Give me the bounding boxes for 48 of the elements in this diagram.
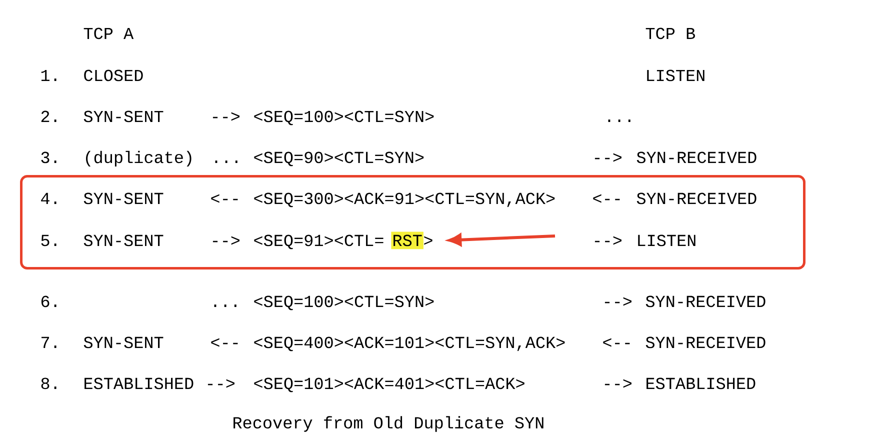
segment-text: <SEQ=300><ACK=91><CTL=SYN,ACK> xyxy=(254,192,555,208)
step-number: 1. xyxy=(41,70,56,81)
step-number: 3. xyxy=(41,152,56,164)
ellipsis-text: ... xyxy=(215,160,238,163)
ellipsis-text: ... xyxy=(608,120,630,122)
ellipsis-text: ... xyxy=(214,304,236,307)
step-number: 4. xyxy=(41,192,56,204)
state-label: SYN-RECEIVED xyxy=(646,336,766,348)
arrow-text: <-- xyxy=(211,338,238,347)
state-label: SYN-SENT xyxy=(84,110,164,122)
state-label: LISTEN xyxy=(638,234,696,246)
arrow-text: --> xyxy=(604,379,632,388)
state-label: SYN-RECEIVED xyxy=(646,296,766,308)
step-number: 2. xyxy=(41,110,56,122)
column-heading: TCP B xyxy=(646,28,695,40)
arrow-text: --> xyxy=(212,236,240,245)
segment-text: <SEQ=100><CTL=SYN> xyxy=(254,110,434,126)
arrow-text: --> xyxy=(594,236,622,245)
segment-text: <SEQ=91><CTL= xyxy=(254,234,384,250)
highlighted-text: RST xyxy=(391,232,424,250)
step-number: 7. xyxy=(42,336,56,348)
state-label: CLOSED xyxy=(84,70,143,82)
column-heading: TCP A xyxy=(84,28,134,40)
state-label: ESTABLISHED xyxy=(646,378,756,390)
state-label: SYN-RECEIVED xyxy=(636,152,756,164)
arrow-text: <-- xyxy=(211,194,238,203)
arrow-text: --> xyxy=(212,112,240,121)
state-label: SYN-SENT xyxy=(84,234,164,246)
state-label: SYN-SENT xyxy=(84,336,164,348)
arrow-text: --> xyxy=(604,297,632,306)
arrow-text: --> xyxy=(594,153,622,162)
arrow-text: <-- xyxy=(593,194,620,203)
state-label: (duplicate) xyxy=(86,150,192,166)
segment-text: > xyxy=(424,236,432,245)
state-label: LISTEN xyxy=(647,70,704,82)
segment-text: <SEQ=100><CTL=SYN> xyxy=(254,296,434,310)
segment-text: <SEQ=90><CTL=SYN> xyxy=(254,152,424,166)
segment-text: <SEQ=400><ACK=101><CTL=SYN,ACK> xyxy=(254,336,565,352)
arrow-text: --> xyxy=(208,379,234,388)
step-number: 5. xyxy=(41,234,56,246)
state-label: SYN-RECEIVED xyxy=(636,192,756,204)
step-number: 8. xyxy=(41,378,56,390)
state-label: ESTABLISHED xyxy=(84,378,194,390)
segment-text: <SEQ=101><ACK=401><CTL=ACK> xyxy=(254,378,524,392)
arrow-text: <-- xyxy=(603,338,630,347)
state-label: SYN-SENT xyxy=(84,192,164,204)
caption: Recovery from Old Duplicate SYN xyxy=(234,416,544,432)
step-number: 6. xyxy=(41,296,56,308)
